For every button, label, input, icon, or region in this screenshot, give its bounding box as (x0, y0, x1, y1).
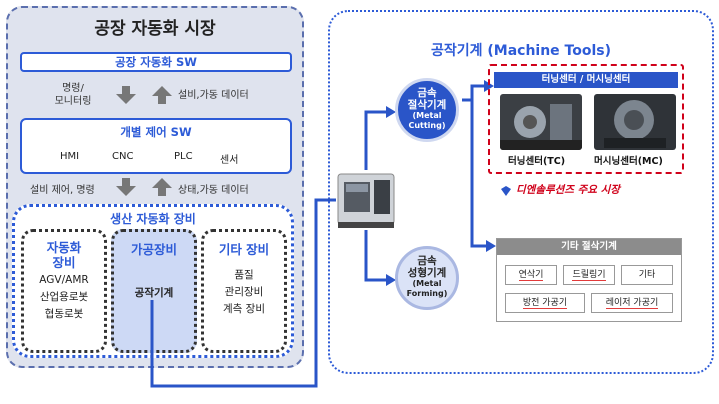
arrowhead-cutting-icon (386, 106, 396, 118)
arrow-up-icon-2 (152, 178, 172, 196)
processing-title: 가공장비 (130, 242, 177, 257)
equipment-control-label: 설비 제어, 명령 (30, 185, 95, 196)
monitoring-label: 모니터링 (54, 96, 92, 107)
processing-equipment-column: 가공장비 공작기계 (111, 229, 197, 353)
agv-amr-item: AGV/AMR (39, 274, 89, 286)
metal-forming-line2: 성형기계 (407, 267, 447, 279)
arrowhead-forming-icon (386, 274, 396, 286)
connector-to-cutting (364, 110, 386, 170)
turning-machining-center-box: 터닝센터 / 머시닝센터 터닝센터(TC) 머시닝센터(MC) (488, 64, 684, 174)
metal-cutting-node: 금속 절삭기계 (Metal Cutting) (395, 78, 459, 142)
arrow-up-icon (152, 86, 172, 104)
management-item: 관리장비 (224, 286, 264, 298)
individual-control-sw-title: 개별 제어 SW (120, 125, 192, 139)
production-equipment-title: 생산 자동화 장비 (110, 212, 196, 226)
individual-control-sw: 개별 제어 SW HMI CNC PLC 센서 (20, 118, 292, 174)
sensor-label: 센서 (220, 155, 239, 166)
other-cutting-header: 기타 절삭기계 (497, 239, 681, 255)
status-data-label: 상태,가동 데이터 (178, 185, 249, 196)
arrow-down-icon-2 (116, 178, 136, 196)
turning-center-image (500, 94, 582, 150)
automation-equipment-column: 자동화 장비 AGV/AMR 산업용로봇 협동로봇 (21, 229, 107, 353)
arrowhead-other-icon (486, 240, 496, 252)
other-cutting-machines-box: 기타 절삭기계 연삭기 드릴링기 기타 방전 가공기 레이저 가공기 (496, 238, 682, 322)
industrial-robot-item: 산업용로봇 (39, 291, 89, 303)
other-chip: 기타 (621, 265, 673, 285)
grinder-chip: 연삭기 (505, 265, 557, 285)
grinder-label: 연삭기 (518, 270, 544, 281)
factory-automation-title: 공장 자동화 시장 (94, 19, 216, 39)
metal-forming-en2: Forming) (406, 289, 448, 298)
arrow-down-icon (116, 86, 136, 104)
connector-to-other (470, 100, 486, 248)
machining-center-label: 머시닝센터(MC) (594, 156, 663, 167)
edm-chip: 방전 가공기 (505, 293, 585, 313)
connector-to-forming (364, 230, 386, 282)
connector-machine-to-tools (150, 198, 336, 388)
drilling-chip: 드릴링기 (563, 265, 615, 285)
plc-label: PLC (174, 151, 193, 162)
drilling-label: 드릴링기 (572, 270, 606, 281)
edm-label: 방전 가공기 (522, 298, 568, 309)
metal-cutting-en2: Cutting) (408, 121, 446, 130)
other-equipment-title: 기타 장비 (218, 242, 270, 257)
factory-automation-sw: 공장 자동화 SW (20, 52, 292, 72)
metal-forming-line1: 금속 (417, 255, 437, 267)
automation-title-1: 자동화 (46, 240, 82, 255)
metal-forming-node: 금속 성형기계 (Metal Forming) (395, 246, 459, 310)
connector-to-lathe (462, 84, 484, 102)
machine-tool-image (336, 168, 396, 230)
brand-logo-icon (500, 182, 512, 196)
cobot-item: 협동로봇 (44, 308, 84, 320)
automation-title-2: 장비 (52, 255, 76, 270)
metal-forming-en1: (Metal (412, 279, 442, 288)
other-equipment-column: 기타 장비 품질 관리장비 계측 장비 (201, 229, 287, 353)
command-monitoring-label: 명령/ 모니터링 (38, 82, 108, 108)
measurement-item: 계측 장비 (223, 303, 265, 315)
machining-center-image (594, 94, 676, 150)
machine-tools-title: 공작기계 (Machine Tools) (430, 43, 612, 59)
command-label: 명령/ (62, 83, 84, 94)
laser-label: 레이저 가공기 (605, 298, 659, 309)
main-market-label: 디엔솔루션즈 주요 시장 (516, 184, 620, 196)
metal-cutting-line1: 금속 (417, 87, 437, 99)
turning-machining-header: 터닝센터 / 머시닝센터 (494, 72, 678, 88)
cnc-label: CNC (112, 151, 134, 162)
other-label: 기타 (638, 270, 656, 280)
metal-cutting-line2: 절삭기계 (407, 99, 447, 111)
laser-chip: 레이저 가공기 (591, 293, 673, 313)
machine-tool-item: 공작기계 (134, 287, 174, 299)
metal-cutting-en1: (Metal (412, 111, 442, 120)
quality-item: 품질 (234, 269, 254, 281)
hmi-label: HMI (60, 151, 80, 162)
equipment-data-label: 설비,가동 데이터 (178, 90, 249, 101)
turning-center-label: 터닝센터(TC) (508, 156, 566, 167)
